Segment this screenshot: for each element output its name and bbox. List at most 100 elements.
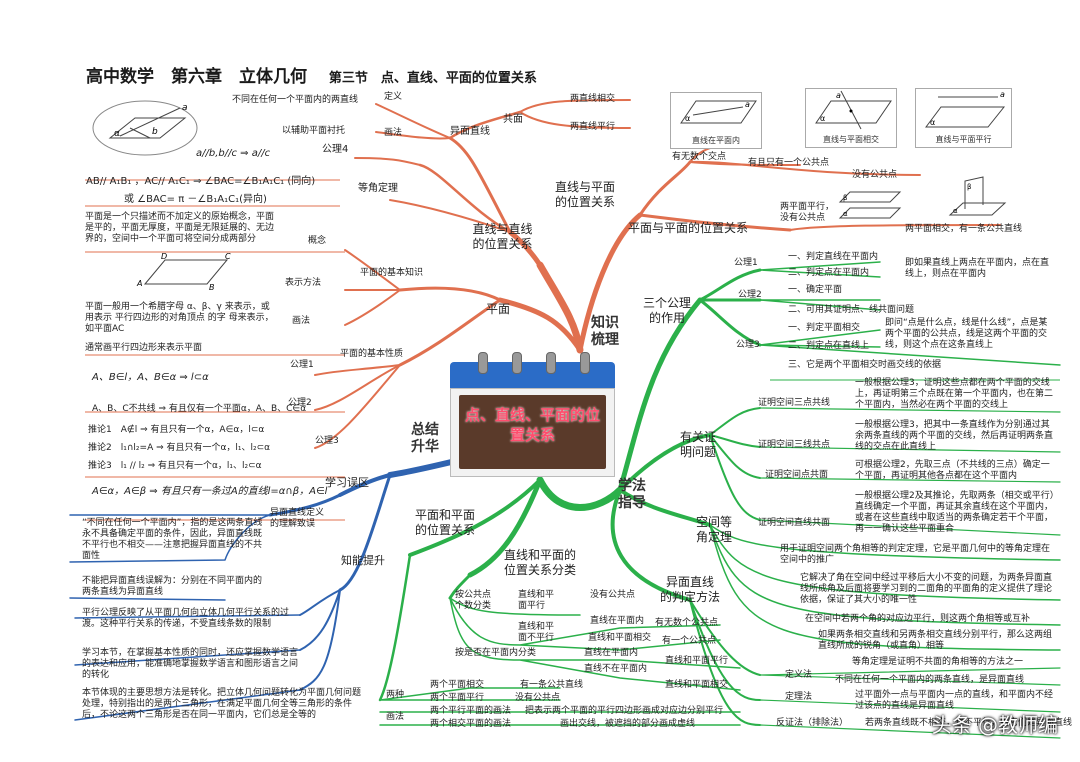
text-mei-gonggong: 没有公共点 <box>590 590 636 600</box>
center-image: 点、直线、平面的位置关系 <box>459 395 606 469</box>
label-z3: 证明空间点共面 <box>765 470 829 480</box>
hub-zongjie: 总结 升华 <box>411 422 439 455</box>
text-zxpm-xj: 直线和平面相交 <box>665 680 729 690</box>
text-gl3-c: 三、它是两个平面相交时画交线的依据 <box>788 360 942 370</box>
svg-text:C: C <box>225 252 231 261</box>
node-zx-pm-fenlei: 直线和平面的 位置关系分类 <box>503 548 576 577</box>
text-z1: 一般根据公理3，证明这些点都在两个平面的交线上，再证明第三个点既在第一个平面内，… <box>855 378 1054 410</box>
label-dinglifa: 定理法 <box>785 692 813 702</box>
svg-text:β: β <box>967 183 971 191</box>
svg-text:α: α <box>820 114 825 123</box>
watermark: 头条 @教师编 <box>931 713 1058 737</box>
label-liangzhong: 两种 <box>386 690 405 700</box>
text-tuilun3: 推论3 l₁ // l₂ ⇒ 有且只有一个α，l₁、l₂⊂α <box>88 461 262 471</box>
node-zhineng: 知能提升 <box>341 554 385 567</box>
text-huafa: 以辅助平面衬托 <box>282 126 346 136</box>
svg-text:α: α <box>114 129 120 139</box>
text-z4: 一般根据公理2及其推论，先取两条（相交或平行）直线确定一个平面，再证其余直线在这… <box>855 491 1055 534</box>
label-gainian: 概念 <box>308 236 327 246</box>
label-gongli3: 公理3 <box>315 436 339 446</box>
label-gongli4: 公理4 <box>322 144 349 155</box>
text-zai-nei: 直线在平面内 <box>584 648 639 658</box>
node-gongmian: 共面 <box>503 114 523 125</box>
text-zn-1: 平行公理反映了从平面几何向立体几何平行关系的过渡。这种平行关系的传递，不受直线条… <box>82 608 290 629</box>
node-pm-jiben-xingzhi: 平面的基本性质 <box>340 349 404 359</box>
label-dingyifa: 定义法 <box>785 670 813 680</box>
text-liangxian-pingxing: 两直线平行 <box>570 122 616 132</box>
text-liangpm-xiangjiao: 两平面相交，有一条公共直线 <box>905 224 1023 234</box>
text-wuqu-2: 不能把异面直线误解为：分别在不同平面内的两条直线为异面直线 <box>82 576 263 597</box>
text-meiyou-gonggong: 没有公共点 <box>852 170 898 180</box>
text-biaoshi: 平面一般用一个希腊字母 α、β、γ 来表示，或用表示 平行四边形的对角顶点 的字… <box>85 302 274 334</box>
intersecting-planes-figure: βα <box>948 176 1007 216</box>
label-gongli1: 公理1 <box>290 360 314 370</box>
node-pingmian: 平面 <box>485 302 510 316</box>
label-gl2: 公理2 <box>738 290 762 300</box>
text-gl3-a: 一、判定平面相交 <box>788 323 861 333</box>
node-xuexi-wuqu: 学习误区 <box>325 476 369 489</box>
text-liangpm-pingxing: 两平面平行， 没有公共点 <box>780 202 835 223</box>
title-sub: 第三节 点、直线、平面的位置关系 <box>328 71 537 86</box>
text-zai-pm-nei: 直线在平面内 <box>590 616 645 626</box>
text-gongli4: a//b,b//c ⇒ a//c <box>196 148 271 159</box>
svg-text:α: α <box>843 210 848 218</box>
text-gongli3: A∈α，A∈β ⇒ 有且只有一条过A的直线l=α∩β，A∈l <box>92 486 328 497</box>
text-dj-4: 如果两条相交直线和另两条相交直线分别平行，那么这两组直线所成的锐角（或直角）相等 <box>818 630 1053 651</box>
text-wushu-jiaodian: 有无数个交点 <box>672 152 727 162</box>
svg-text:B: B <box>209 283 215 292</box>
label-huafa-g: 画法 <box>386 712 405 722</box>
caption-fig1: 直线在平面内 <box>692 136 740 145</box>
svg-text:α: α <box>930 118 935 127</box>
text-gl3-note: 即问“点是什么点，线是什么线”，点是某两个平面的公共点，线是这两个平面的交线，则… <box>885 318 1048 350</box>
text-dengjiao-1: AB// A₁B₁ ，AC// A₁C₁ ⇒ ∠BAC=∠B₁A₁C₁ (同向) <box>86 176 316 187</box>
text-gonggong-ge: 按公共点 个数分类 <box>455 590 492 611</box>
text-gongli1: A、B∈l，A、B∈α ⇒ l⊂α <box>92 372 209 383</box>
text-dingyifa-n: 等角定理是证明不共面的角相等的方法之一 <box>852 657 1024 667</box>
skew-lines-figure: a b α <box>92 100 198 156</box>
svg-text:b: b <box>152 127 158 137</box>
text-dj-1: 用于证明空间两个角相等的判定定理，它是平面几何中的等角定理在空间中的推广 <box>780 544 1051 565</box>
text-zxpmpx: 直线和平 面平行 <box>518 590 555 611</box>
svg-text:α: α <box>953 207 958 215</box>
text-z3: 可根据公理2，先取三点（不共线的三点）确定一个平面，再证明其他各点都在这个平面内 <box>855 460 1050 481</box>
text-shifou: 按是否在平面内分类 <box>455 648 537 658</box>
text-wuqu-1: “不同在任何一个平面内”，指的是这两条直线永不具备确定平面的条件，因此，异面直线… <box>82 518 263 561</box>
page-title: 高中数学 第六章 立体几何 第三节 点、直线、平面的位置关系 <box>86 62 537 87</box>
node-sange-gongli: 三个公理 的作用 <box>642 296 691 325</box>
text-meiyou2: 没有公共点 <box>515 693 561 703</box>
node-yimian-pd: 异面直线 的判定方法 <box>659 575 720 604</box>
text-xiangjiao: 直线和平面相交 <box>588 633 652 643</box>
text-tuilun1: 推论1 A∉l ⇒ 有且只有一个α，A∈α，l⊂α <box>88 425 265 435</box>
center-node: 点、直线、平面的位置关系 <box>450 352 615 477</box>
text-zn-2: 学习本节，在掌握基本性质的同时，还应掌握数学语言的表达和应用，能准确地掌握数学语… <box>82 648 299 680</box>
text-zn-3: 本节体现的主要思想方法是转化。把立体几何问题转化为平面几何问题处理，特别指出的是… <box>82 688 362 720</box>
text-wushu-gonggong: 有无数个公共点 <box>655 618 719 628</box>
label-gl3: 公理3 <box>736 340 760 350</box>
text-gl1-b: 二、判定点在平面内 <box>788 268 870 278</box>
label-huafa2: 画法 <box>292 316 311 326</box>
text-z2: 一般根据公理3，把其中一条直线作为分别通过其余两条直线的两个平面的交线，然后再证… <box>855 420 1054 452</box>
text-gl2-a: 一、确定平面 <box>788 285 843 295</box>
center-label: 点、直线、平面的位置关系 <box>464 406 600 444</box>
text-gl2-b: 二、可用其证明点、线共面问题 <box>788 305 915 315</box>
node-pm-jiben-zhishi: 平面的基本知识 <box>360 268 424 278</box>
label-dingyi: 定义 <box>384 92 403 102</box>
text-tuilun2: 推论2 l₁∩l₂=A ⇒ 有且只有一个α，l₁、l₂⊂α <box>88 443 271 453</box>
label-gongli2: 公理2 <box>288 398 312 408</box>
text-bu-zai-nei: 直线不在平面内 <box>584 664 648 674</box>
text-pm-xj: 两个平面相交 <box>430 680 485 690</box>
svg-text:a: a <box>745 100 750 109</box>
text-dingyifa: 不同在任何一个平面内的两条直线，是异面直线 <box>835 675 1025 685</box>
text-fanzheng: 若两条直线既不相交，也不平行，则它们是异面直线 <box>865 718 1073 728</box>
text-hf1: 两个平行平面的画法 <box>430 706 512 716</box>
svg-text:A: A <box>136 279 142 288</box>
label-z1: 证明空间三点共线 <box>758 398 831 408</box>
svg-text:a: a <box>836 91 841 100</box>
text-gongli2: A、B、C不共线 ⇒ 有且仅有一个平面α，A、B、C∈α <box>92 404 307 414</box>
text-dingyi: 不同在任何一个平面内的两直线 <box>232 95 359 105</box>
label-gl1: 公理1 <box>734 258 758 268</box>
label-dengjiao: 等角定理 <box>358 183 398 194</box>
text-dinglifa: 过平面外一点与平面内一点的直线，和平面内不经过该点的直线是异面直线 <box>855 690 1054 711</box>
